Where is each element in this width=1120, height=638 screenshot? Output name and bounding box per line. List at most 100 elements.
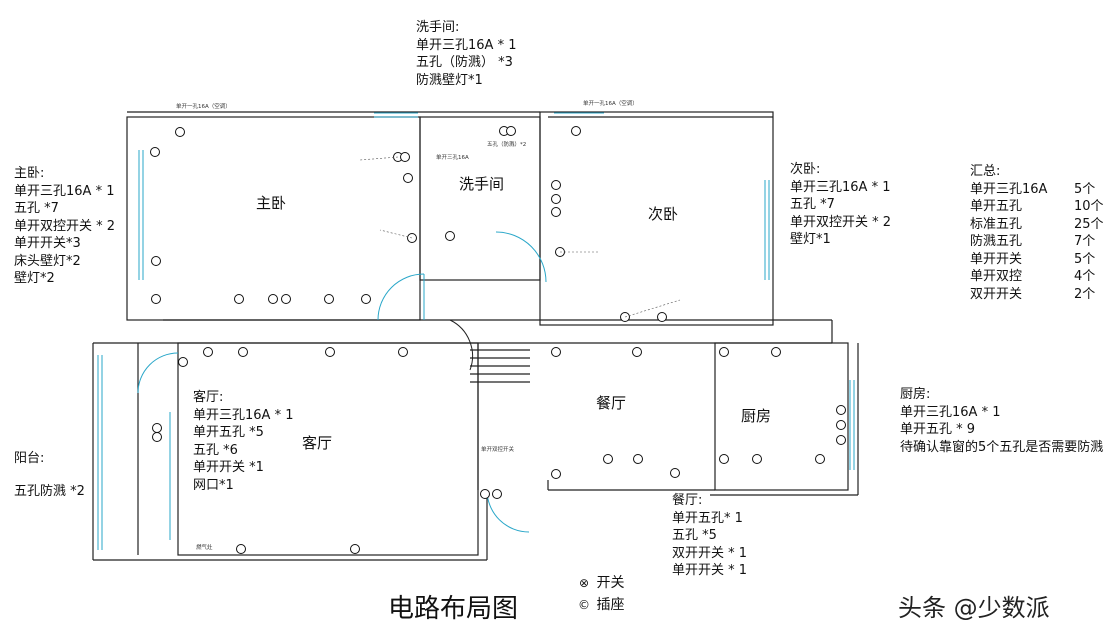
switch-icon: ⊗ xyxy=(578,576,590,590)
kitchen-note-line: 待确认靠窗的5个五孔是否需要防溅 xyxy=(900,439,1104,455)
legend-label: 插座 xyxy=(596,597,625,613)
balcony-note: 阳台: 五孔防溅 *2 xyxy=(14,442,85,508)
watermark: 头条 @少数派 xyxy=(898,594,1050,622)
plan-label: 单开一孔16A（空调） xyxy=(583,101,638,107)
summary-item: 单开三孔16A xyxy=(970,181,1048,197)
legend-label: 开关 xyxy=(596,575,625,591)
summary-row: 单开三孔16A 5个 xyxy=(970,181,1104,199)
kitchen-note-line: 单开三孔16A * 1 xyxy=(900,404,1001,420)
master-note: 主卧: 单开三孔16A * 1 五孔 *7 单开双控开关 * 2 单开开关*3 … xyxy=(14,165,115,288)
kitchen-note-title: 厨房: xyxy=(900,387,931,402)
summary-count: 5个 xyxy=(1074,251,1096,267)
socket-symbol xyxy=(719,347,729,357)
dining-note-line: 五孔 *5 xyxy=(672,528,717,543)
plan-label: 燃气灶 xyxy=(196,545,213,551)
socket-symbol xyxy=(150,147,160,157)
socket-symbol xyxy=(571,126,581,136)
room-label-master: 主卧 xyxy=(256,194,287,212)
second-note: 次卧: 单开三孔16A * 1 五孔 *7 单开双控开关 * 2 壁灯*1 xyxy=(790,161,891,249)
summary-row: 单开开关 5个 xyxy=(970,251,1104,269)
socket-symbol xyxy=(175,127,185,137)
room-label-second: 次卧 xyxy=(648,205,679,223)
socket-symbol xyxy=(632,347,642,357)
switch-symbol xyxy=(445,231,455,241)
room-label-dining: 餐厅 xyxy=(596,394,627,412)
summary-count: 4个 xyxy=(1074,269,1096,284)
master-note-line: 单开三孔16A * 1 xyxy=(14,183,115,199)
living-note-line: 单开开关 *1 xyxy=(193,460,264,475)
summary-title: 汇总: xyxy=(970,164,1001,179)
socket-symbol xyxy=(551,207,561,217)
legend-item-switch: ⊗ 开关 xyxy=(576,572,624,594)
summary-item: 防溅五孔 xyxy=(970,234,1023,249)
kitchen-note-line: 单开五孔 * 9 xyxy=(900,422,976,437)
switch-symbol xyxy=(657,312,667,322)
summary-row: 标准五孔 25个 xyxy=(970,216,1104,234)
dining-note-line: 单开开关 * 1 xyxy=(672,563,748,578)
second-note-line: 单开三孔16A * 1 xyxy=(790,179,891,195)
socket-symbol xyxy=(203,347,213,357)
switch-symbol xyxy=(480,489,490,499)
summary-count: 10个 xyxy=(1074,199,1104,214)
summary-item: 单开开关 xyxy=(970,251,1023,267)
socket-symbol xyxy=(492,489,502,499)
switch-symbol xyxy=(403,173,413,183)
summary-item: 单开五孔 xyxy=(970,199,1023,214)
plan-label: 单开双控开关 xyxy=(481,447,515,453)
master-bedroom-walls xyxy=(126,116,421,321)
master-note-title: 主卧: xyxy=(14,166,45,181)
bath-note-line: 单开三孔16A * 1 xyxy=(416,37,517,53)
second-note-title: 次卧: xyxy=(790,162,821,177)
master-note-line: 床头壁灯*2 xyxy=(14,253,81,269)
socket-symbol xyxy=(815,454,825,464)
socket-symbol xyxy=(633,454,643,464)
bath-note-title: 洗手间: xyxy=(416,20,460,35)
socket-symbol xyxy=(325,347,335,357)
socket-symbol xyxy=(361,294,371,304)
summary-count: 7个 xyxy=(1074,234,1096,249)
summary-count: 25个 xyxy=(1074,216,1104,232)
summary-count: 5个 xyxy=(1074,181,1096,197)
dining-note-line: 双开开关 * 1 xyxy=(672,545,748,561)
living-note-line: 单开五孔 *5 xyxy=(193,425,264,440)
plan-label: 单开三孔16A xyxy=(436,155,469,161)
kitchen-note: 厨房: 单开三孔16A * 1 单开五孔 * 9 待确认靠窗的5个五孔是否需要防… xyxy=(900,386,1103,456)
summary-row: 防溅五孔 7个 xyxy=(970,233,1104,251)
socket-symbol xyxy=(236,544,246,554)
socket-symbol xyxy=(398,347,408,357)
summary-item: 双开开关 xyxy=(970,286,1023,302)
dining-note-title: 餐厅: xyxy=(672,493,703,508)
master-note-line: 五孔 *7 xyxy=(14,201,59,216)
dining-note-line: 单开五孔* 1 xyxy=(672,510,743,526)
summary-item: 标准五孔 xyxy=(970,216,1023,232)
second-note-line: 五孔 *7 xyxy=(790,197,835,212)
summary-note: 汇总: 单开三孔16A 5个 单开五孔 10个 标准五孔 25个 防溅五孔 7个 单开开… xyxy=(970,163,1104,303)
legend: ⊗ 开关 © 插座 xyxy=(576,572,624,616)
master-note-line: 单开开关*3 xyxy=(14,236,81,251)
bath-note-line: 五孔（防溅） *3 xyxy=(416,55,513,70)
socket-symbol xyxy=(603,454,613,464)
switch-symbol xyxy=(281,294,291,304)
room-label-bath: 洗手间 xyxy=(459,175,505,193)
living-note-line: 五孔 *6 xyxy=(193,442,238,458)
legend-item-socket: © 插座 xyxy=(576,594,624,616)
socket-symbol xyxy=(836,435,846,445)
bath-note-line: 防溅壁灯*1 xyxy=(416,72,483,88)
socket-symbol xyxy=(350,544,360,554)
socket-symbol xyxy=(836,405,846,415)
diagram-title: 电路布局图 xyxy=(388,594,519,624)
socket-symbol xyxy=(771,347,781,357)
socket-symbol xyxy=(234,294,244,304)
summary-item: 单开双控 xyxy=(970,269,1023,284)
socket-symbol xyxy=(268,294,278,304)
living-note-title: 客厅: xyxy=(193,390,224,405)
socket-symbol xyxy=(151,256,161,266)
socket-icon: © xyxy=(578,598,590,612)
room-label-kitchen: 厨房 xyxy=(741,407,772,425)
switch-symbol xyxy=(400,152,410,162)
switch-symbol xyxy=(178,357,188,367)
socket-symbol xyxy=(551,180,561,190)
socket-symbol xyxy=(238,347,248,357)
